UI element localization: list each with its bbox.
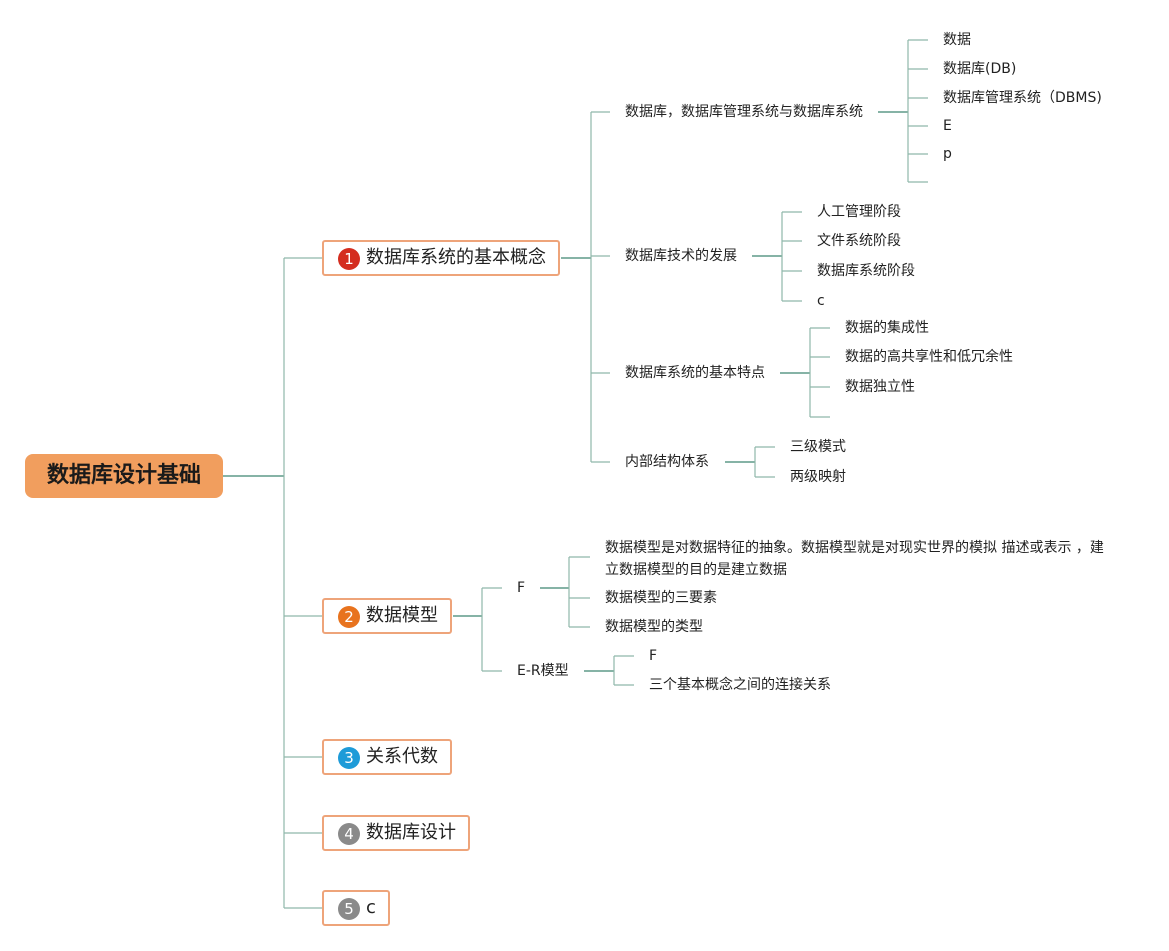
leaf-node[interactable]: 数据	[943, 32, 971, 48]
subtopic-internal-architecture[interactable]: 内部结构体系	[625, 454, 709, 470]
leaf-node[interactable]: 文件系统阶段	[817, 233, 901, 249]
leaf-node[interactable]: 三级模式	[790, 439, 846, 455]
topic-2[interactable]: 2 数据模型	[322, 598, 452, 634]
number-badge-5: 5	[338, 898, 360, 920]
subtopic-er-model[interactable]: E-R模型	[517, 663, 569, 679]
leaf-node[interactable]: 三个基本概念之间的连接关系	[649, 677, 831, 693]
leaf-node[interactable]: 数据独立性	[845, 379, 915, 395]
leaf-node[interactable]: c	[817, 293, 825, 309]
number-badge-3: 3	[338, 747, 360, 769]
leaf-node[interactable]: 数据库管理系统（DBMS)	[943, 90, 1102, 106]
leaf-node[interactable]: F	[649, 648, 658, 664]
subtopic-db-dbms-dbs[interactable]: 数据库，数据库管理系统与数据库系统	[625, 104, 863, 120]
topic-label: 关系代数	[366, 746, 438, 767]
leaf-node[interactable]: 数据库(DB)	[943, 61, 1017, 77]
leaf-node[interactable]: 人工管理阶段	[817, 204, 901, 220]
leaf-node[interactable]: E	[943, 118, 952, 134]
root-topic[interactable]: 数据库设计基础	[25, 454, 223, 498]
topic-5[interactable]: 5 c	[322, 890, 390, 926]
topic-label: 数据库系统的基本概念	[366, 247, 546, 268]
leaf-node[interactable]: 数据库系统阶段	[817, 263, 915, 279]
topic-label: c	[366, 897, 376, 918]
topic-3[interactable]: 3 关系代数	[322, 739, 452, 775]
subtopic-db-system-features[interactable]: 数据库系统的基本特点	[625, 365, 765, 381]
leaf-node[interactable]: 数据的集成性	[845, 320, 929, 336]
leaf-node[interactable]: p	[943, 146, 952, 162]
number-badge-2: 2	[338, 606, 360, 628]
topic-label: 数据库设计	[366, 822, 456, 843]
subtopic-db-tech-development[interactable]: 数据库技术的发展	[625, 248, 737, 264]
number-badge-4: 4	[338, 823, 360, 845]
subtopic-f[interactable]: F	[517, 580, 526, 596]
leaf-node[interactable]: 数据模型是对数据特征的抽象。数据模型就是对现实世界的模拟 描述或表示 ，建立数据…	[605, 540, 1104, 578]
topic-label: 数据模型	[366, 605, 438, 626]
leaf-node[interactable]: 数据模型的三要素	[605, 590, 717, 606]
leaf-node[interactable]: 两级映射	[790, 469, 846, 485]
leaf-node[interactable]: 数据的高共享性和低冗余性	[845, 349, 1013, 365]
topic-4[interactable]: 4 数据库设计	[322, 815, 470, 851]
leaf-node[interactable]: 数据模型的类型	[605, 619, 703, 635]
topic-1[interactable]: 1 数据库系统的基本概念	[322, 240, 560, 276]
number-badge-1: 1	[338, 248, 360, 270]
